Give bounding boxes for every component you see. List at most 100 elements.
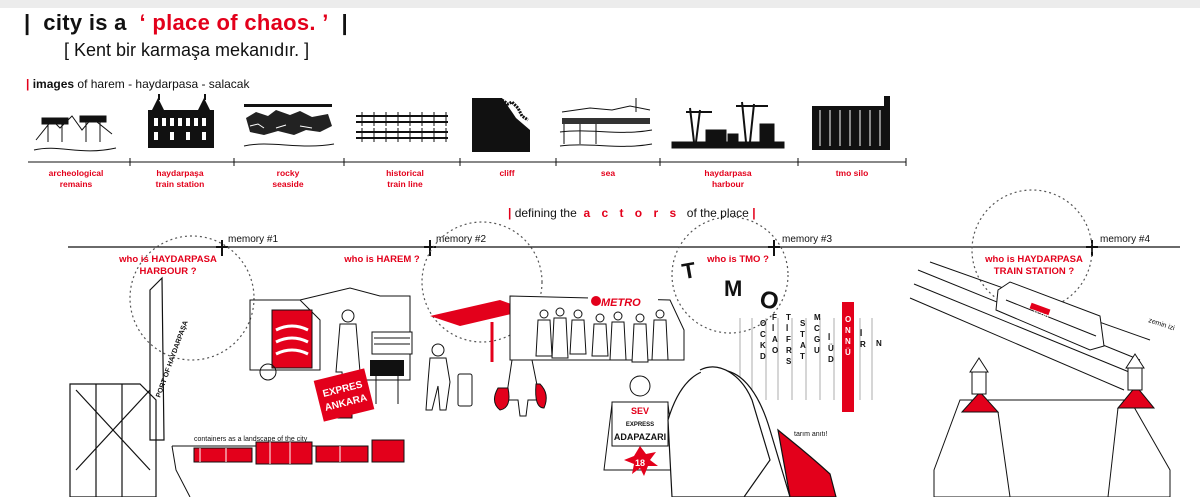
caption-line1: tmo silo: [836, 168, 869, 178]
page-title: | city is a ‘ place of chaos. ’ |: [24, 10, 348, 36]
defining-actors: a c t o r s: [583, 206, 681, 220]
vertical-word-char: F: [772, 313, 777, 322]
vertical-word-char: F: [786, 335, 791, 344]
timeline-markers: [216, 240, 1098, 256]
train-car: [995, 281, 1105, 351]
images-section-label: | images of harem - haydarpasa - salacak: [26, 77, 249, 91]
memory-label: memory #2: [436, 234, 486, 245]
title-prefix: city is a: [43, 10, 127, 35]
port-sign-pylon: [69, 276, 165, 497]
truck-with-sacks: [249, 287, 411, 381]
memory-question: who is HAREM ?: [343, 254, 420, 265]
vertical-word-char: Ü: [828, 344, 834, 353]
images-section-bold: images: [32, 77, 75, 91]
silo-icon: [812, 96, 890, 150]
seller-sign: ADAPAZARI: [614, 432, 666, 442]
caption-line1: cliff: [499, 168, 514, 178]
page-subtitle: [ Kent bir karmaşa mekanıdır. ]: [64, 40, 310, 60]
title-bar-left: |: [24, 10, 31, 35]
rail-track-icon: [356, 112, 448, 142]
vertical-word-char: U: [814, 346, 820, 355]
caption-line2: seaside: [272, 179, 303, 189]
rocks-icon: [243, 104, 335, 147]
memory-question: TRAIN STATION ?: [994, 266, 1075, 277]
caption-line1: historical: [386, 168, 424, 178]
vertical-word-char: D: [760, 352, 766, 361]
vertical-word-char: Ü: [845, 348, 851, 357]
defining-bar-left: |: [508, 206, 512, 220]
caption-line2: train station: [156, 179, 205, 189]
defining-prefix: defining the: [514, 206, 577, 220]
caption-line1: archeological: [49, 168, 104, 178]
vertical-word-char: D: [828, 355, 834, 364]
traveler-with-luggage: [425, 343, 473, 411]
memory-question: HARBOUR ?: [140, 266, 197, 277]
vertical-word-char: A: [800, 341, 806, 350]
vertical-word-char: N: [845, 337, 851, 346]
tmo-letter: M: [724, 276, 742, 301]
vertical-word-char: C: [814, 324, 820, 333]
vertical-word-char: N: [876, 339, 882, 348]
vertical-word-char: R: [786, 346, 792, 355]
vertical-word-char: O: [772, 346, 778, 355]
waiting-crowd: [535, 307, 669, 363]
train-text: TCDD: [1031, 310, 1049, 322]
tarim-label: tarım anıtı!: [794, 431, 828, 438]
defining-bar-right: |: [752, 206, 756, 220]
silo-wall-lines: [739, 318, 873, 400]
rail-lines: [909, 261, 1151, 391]
caption-line2: train line: [387, 179, 423, 189]
vertical-word-char: S: [800, 319, 806, 328]
tarim-monument: [667, 366, 837, 497]
zemin-label: zemin izi: [1147, 317, 1175, 332]
title-highlight: ‘ place of chaos. ’: [139, 10, 329, 35]
caption-line2: harbour: [712, 179, 745, 189]
port-sign-text: PORT OF HAYDARPAŞA: [155, 320, 189, 399]
station-towers: [933, 353, 1171, 497]
memory-question: who is HAYDARPASA: [118, 254, 217, 265]
vertical-word-char: S: [786, 357, 792, 366]
top-rule: [0, 0, 1200, 8]
memory-question: who is HAYDARPASA: [984, 254, 1083, 265]
vertical-word: N: [876, 339, 882, 348]
memory-question: who is TMO ?: [706, 254, 769, 265]
express-ankara-sign: [313, 368, 375, 422]
vertical-word-char: T: [800, 352, 805, 361]
vertical-word-char: O: [845, 315, 851, 324]
vertical-word-char: İ: [772, 324, 774, 333]
tmo-letter: T: [680, 257, 698, 284]
caption-line1: sea: [601, 168, 615, 178]
vertical-word-char: İ: [860, 329, 862, 338]
vertical-word-char: M: [814, 313, 821, 322]
vertical-word-char: A: [772, 335, 778, 344]
simit-seller-figure: [603, 375, 677, 471]
vertical-word-char: T: [786, 313, 791, 322]
tmo-letter: O: [757, 286, 781, 316]
memory-label: memory #1: [228, 234, 278, 245]
focus-circles: [129, 189, 1093, 361]
station-building-icon: [148, 94, 214, 148]
caption-line1: haydarpaşa: [156, 168, 204, 178]
vertical-word-char: İ: [786, 324, 788, 333]
seller-express: EXPRESS: [626, 422, 654, 428]
images-section-bar: |: [26, 77, 30, 91]
metro-logo: METRO: [601, 297, 641, 309]
containers-caption: containers as a landscape of the city: [194, 436, 308, 443]
bus-shelter: [370, 300, 528, 404]
sea-icon: [559, 98, 653, 147]
harbour-cranes-icon: [671, 101, 785, 149]
vertical-word-char: C: [760, 330, 766, 339]
memory-label: memory #3: [782, 234, 832, 245]
memory-label: memory #4: [1100, 234, 1150, 245]
images-section-rest: of harem - haydarpasa - salacak: [74, 77, 250, 91]
vertical-word-char: K: [760, 341, 766, 350]
seller-number: 18: [635, 458, 645, 468]
